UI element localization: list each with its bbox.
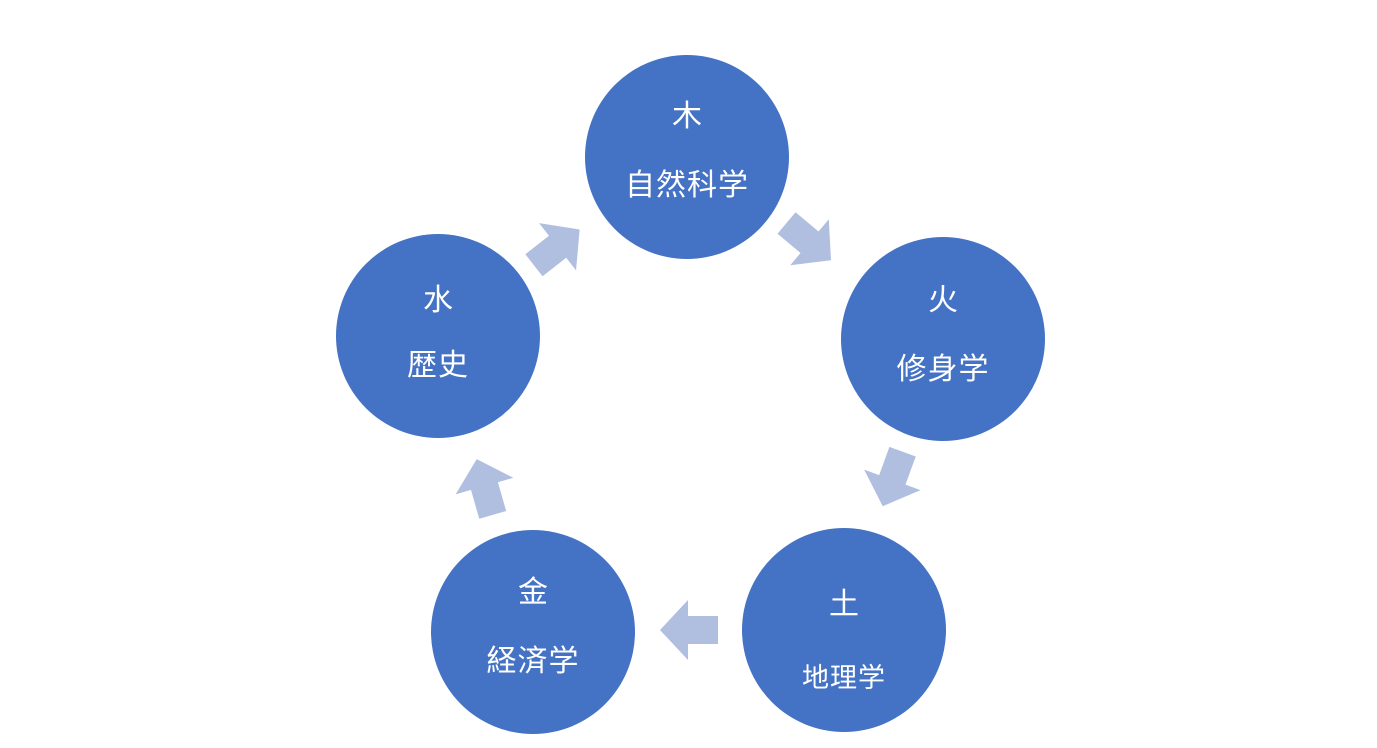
node-element-label: 火	[928, 283, 958, 318]
arrow-fire-to-earth	[854, 441, 931, 517]
node-subject-label: 修身学	[896, 352, 990, 387]
node-earth: 土 地理学	[742, 528, 946, 732]
node-fire: 火 修身学	[841, 237, 1045, 441]
node-subject-label: 地理学	[802, 663, 886, 694]
node-element-label: 金	[518, 575, 548, 610]
node-element-label: 水	[423, 283, 453, 318]
node-subject-label: 経済学	[486, 644, 580, 679]
node-subject-label: 歴史	[407, 348, 469, 383]
arrow-water-to-wood	[515, 205, 599, 289]
arrow-earth-to-metal	[660, 600, 718, 660]
node-element-label: 土	[829, 587, 859, 622]
arrow-metal-to-water	[447, 450, 522, 524]
node-water: 水 歴史	[336, 234, 540, 438]
arrow-wood-to-fire	[767, 200, 851, 284]
node-metal: 金 経済学	[431, 530, 635, 734]
node-wood: 木 自然科学	[585, 55, 789, 259]
node-element-label: 木	[672, 99, 702, 134]
node-subject-label: 自然科学	[625, 168, 749, 203]
